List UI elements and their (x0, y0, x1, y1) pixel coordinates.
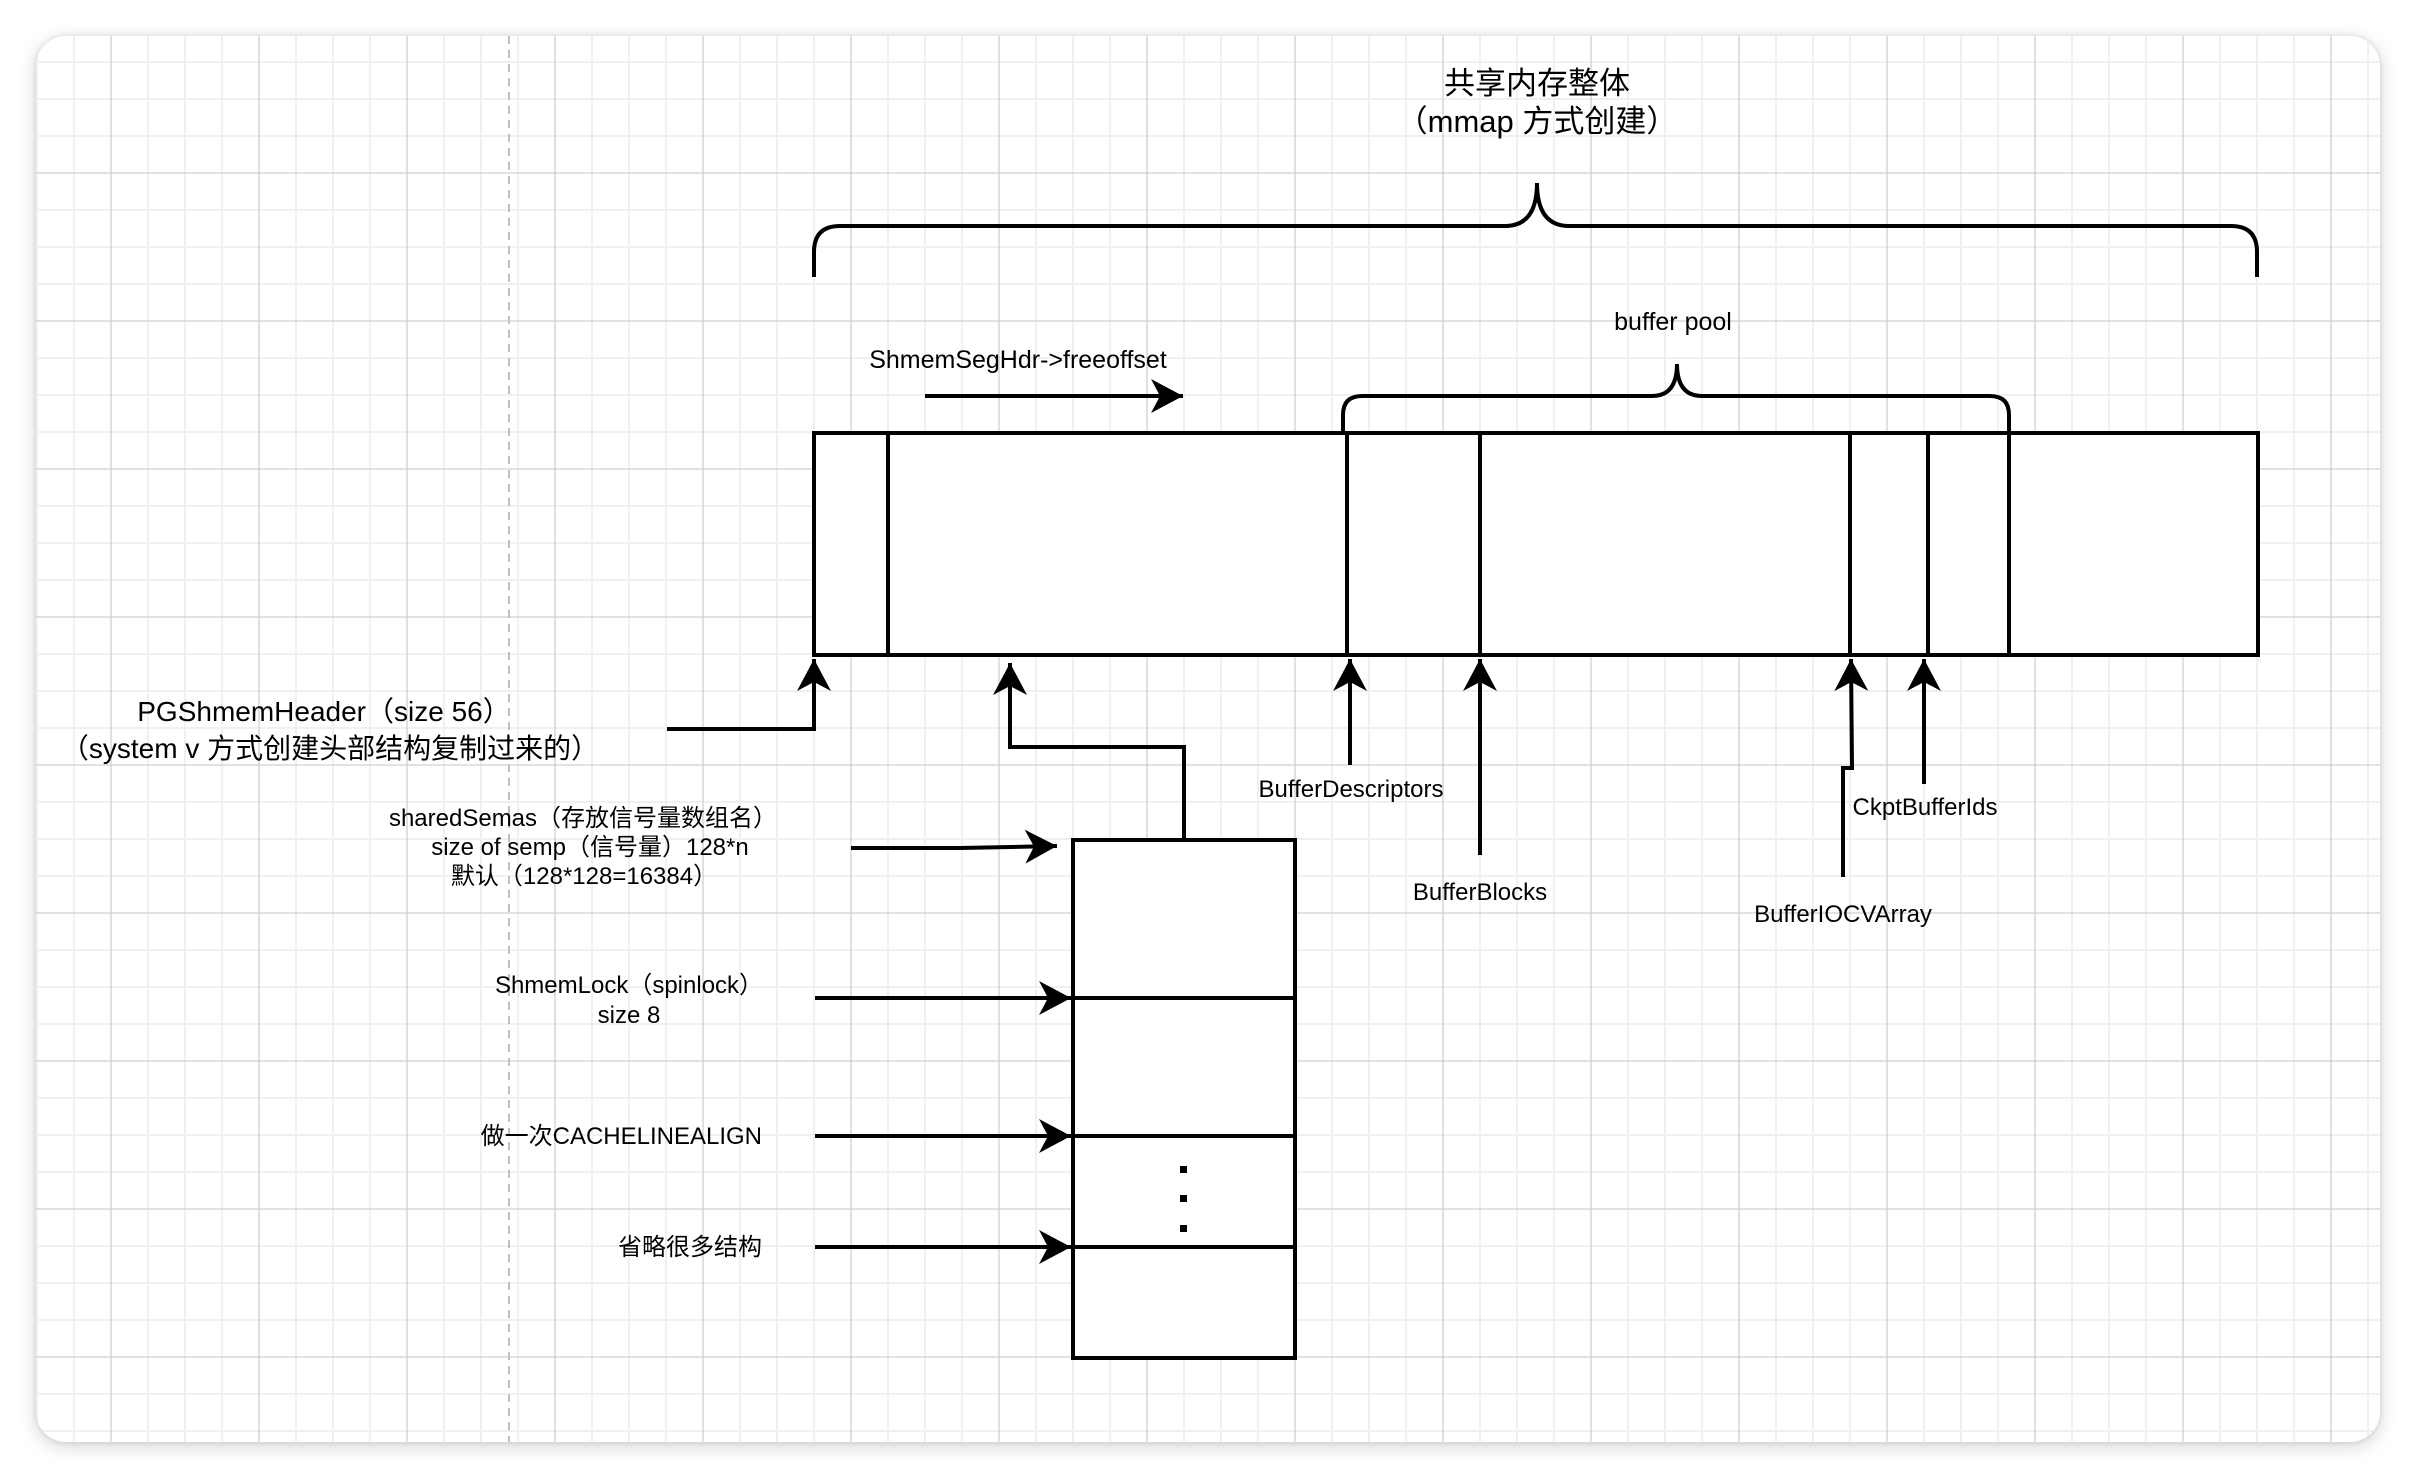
freeoffset-label: ShmemSegHdr->freeoffset (869, 346, 1167, 374)
buffer-pool-brace (1341, 363, 2011, 433)
shmem-lock-label-line2: size 8 (598, 1002, 661, 1029)
shared-semas-label-line3: 默认（128*128=16384） (451, 863, 717, 890)
header-struct-box (1071, 838, 1297, 1360)
shared-semas-label-line2: size of semp（信号量）128*n (431, 834, 748, 861)
pg-header-arrow (667, 659, 831, 731)
buffer-blocks-label: BufferBlocks (1413, 879, 1547, 906)
title-line1: 共享内存整体 (1444, 66, 1630, 101)
ellipsis-dot (1180, 1195, 1187, 1202)
shared-semas-label-line1: sharedSemas（存放信号量数组名） (389, 805, 777, 832)
pg-header-label-line2: （system v 方式创建头部结构复制过来的） (61, 733, 599, 764)
shared-memory-brace (812, 182, 2259, 277)
buffer-iocv-array-arrow (1834, 658, 1869, 877)
ckpt-buffer-ids-label: CkptBufferIds (1853, 794, 1998, 821)
ellipsis-dot (1180, 1166, 1187, 1173)
buffer-iocv-array-label: BufferIOCVArray (1754, 901, 1932, 928)
omitted-structs-label: 省略很多结构 (618, 1234, 762, 1261)
small-box-connector-arrow (993, 663, 1186, 840)
shared-semas-arrow (851, 829, 1058, 864)
shared-memory-box (812, 431, 2260, 657)
title-line2: （mmap 方式创建） (1397, 104, 1678, 139)
cachelinealign-label: 做一次CACHELINEALIGN (481, 1123, 762, 1150)
pg-header-label-line1: PGShmemHeader（size 56） (137, 696, 510, 727)
buffer-descriptors-label: BufferDescriptors (1259, 776, 1444, 803)
buffer-pool-label: buffer pool (1614, 308, 1732, 336)
shmem-lock-label-line1: ShmemLock（spinlock） (495, 972, 763, 999)
ellipsis-dot (1180, 1225, 1187, 1232)
